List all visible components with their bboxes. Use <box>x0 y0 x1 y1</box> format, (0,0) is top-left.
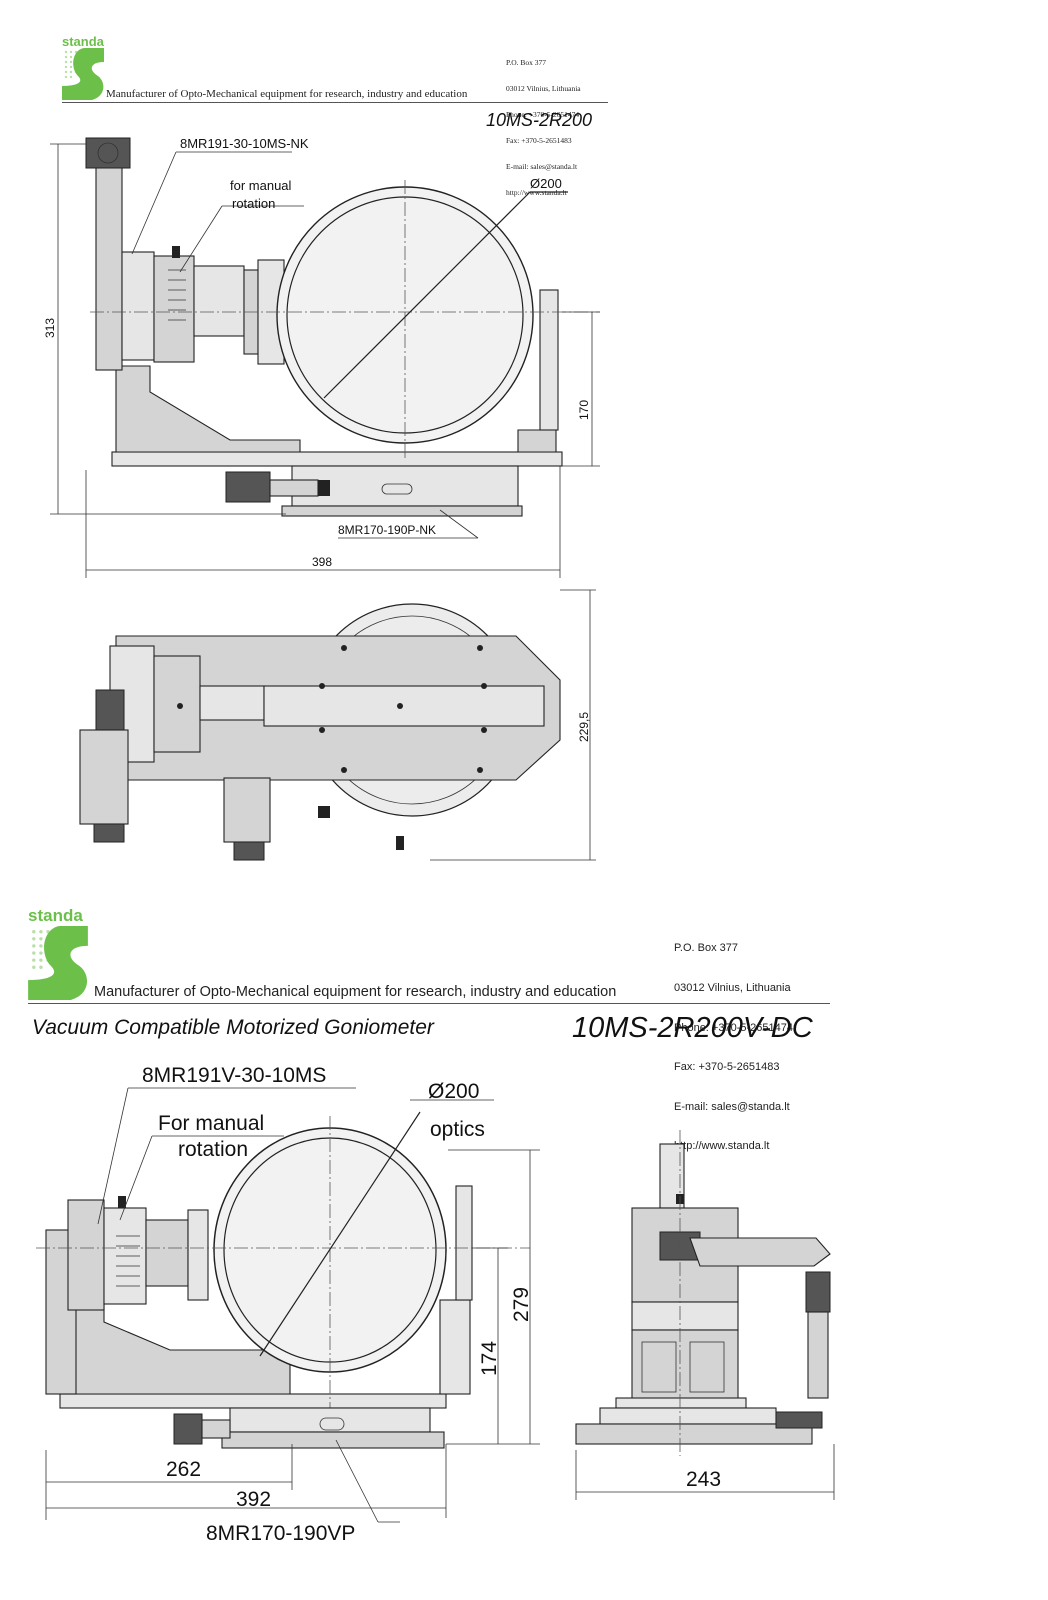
sheet2-dim-axis-height: 174 <box>478 1341 501 1376</box>
sheet2-dim-width: 392 <box>236 1488 271 1511</box>
sheet1-rotator-label: 8MR191-30-10MS-NK <box>180 136 309 151</box>
sheet2-dim-side-width: 243 <box>686 1468 721 1491</box>
sheet1-dim-axis-height: 170 <box>577 400 591 420</box>
sheet2-address: P.O. Box 377 03012 Vilnius, Lithuania Ph… <box>674 916 793 1180</box>
sheet1-tagline: Manufacturer of Opto-Mechanical equipmen… <box>106 88 468 100</box>
sheet1-manual-label-2: rotation <box>232 196 275 211</box>
address-line: Fax: +370-5-2651483 <box>506 135 572 145</box>
address-line: P.O. Box 377 <box>506 58 547 68</box>
address-line: 03012 Vilnius, Lithuania <box>674 981 791 994</box>
sheet2-manual-label-2: rotation <box>178 1138 248 1161</box>
sheet2-rotator-label: 8MR191V-30-10MS <box>142 1064 326 1087</box>
sheet1-manual-label-1: for manual <box>230 178 292 193</box>
sheet2-logo-icon <box>28 926 88 1000</box>
sheet1-logo-icon <box>62 48 104 100</box>
sheet1-dim-width: 398 <box>312 555 332 569</box>
address-line: Phone: +370-5-2651474 <box>506 110 580 119</box>
sheet1-top-view: 229,5 <box>79 589 596 861</box>
sheet1-header-rule <box>62 102 608 103</box>
sheet2-title: Vacuum Compatible Motorized Goniometer <box>32 1016 434 1039</box>
sheet1-model: 10MS-2R200 <box>486 110 593 130</box>
sheet2-model: 10MS-2R200V-DC <box>572 1012 813 1044</box>
sheet2-logo-text: standa <box>28 906 83 925</box>
sheet2-drawing: 8MR191V-30-10MS For manual rotation Ø200… <box>36 1064 835 1545</box>
sheet1-dim-top-width: 229,5 <box>577 712 591 742</box>
sheet2-manual-label-1: For manual <box>158 1112 264 1135</box>
sheet2-optics-label: optics <box>430 1118 485 1141</box>
sheet1-front-view: 8MR191-30-10MS-NK for manual rotation Ø2… <box>43 136 600 578</box>
sheet1-stage-label: 8MR170-190P-NK <box>338 523 436 537</box>
sheet1-dim-height: 313 <box>43 318 57 338</box>
sheet2-side-view: 243 <box>575 1130 835 1500</box>
sheet2-header-rule <box>28 1003 830 1004</box>
sheet2-stage-label: 8MR170-190VP <box>206 1522 355 1545</box>
sheet2-diameter-label: Ø200 <box>428 1080 479 1103</box>
address-line: 03012 Vilnius, Lithuania <box>506 84 581 94</box>
address-line: P.O. Box 377 <box>674 942 739 955</box>
sheet1-diameter-label: Ø200 <box>530 176 562 191</box>
sheet1-logo-text: standa <box>62 34 104 49</box>
address-line: E-mail: sales@standa.lt <box>506 161 578 171</box>
address-line: E-mail: sales@standa.lt <box>674 1100 790 1113</box>
sheet2-tagline: Manufacturer of Opto-Mechanical equipmen… <box>94 984 617 1000</box>
address-line: Fax: +370-5-2651483 <box>674 1061 780 1074</box>
sheet1-drawing: 8MR191-30-10MS-NK for manual rotation Ø2… <box>43 136 600 861</box>
address-line: Phone: +370-5-2651474 <box>674 1021 793 1034</box>
sheet2-front-view: 8MR191V-30-10MS For manual rotation Ø200… <box>36 1064 540 1545</box>
sheet2-dim-offset: 262 <box>166 1458 201 1481</box>
address-line: http://www.standa.lt <box>674 1140 770 1153</box>
sheet2-dim-height: 279 <box>510 1287 533 1322</box>
